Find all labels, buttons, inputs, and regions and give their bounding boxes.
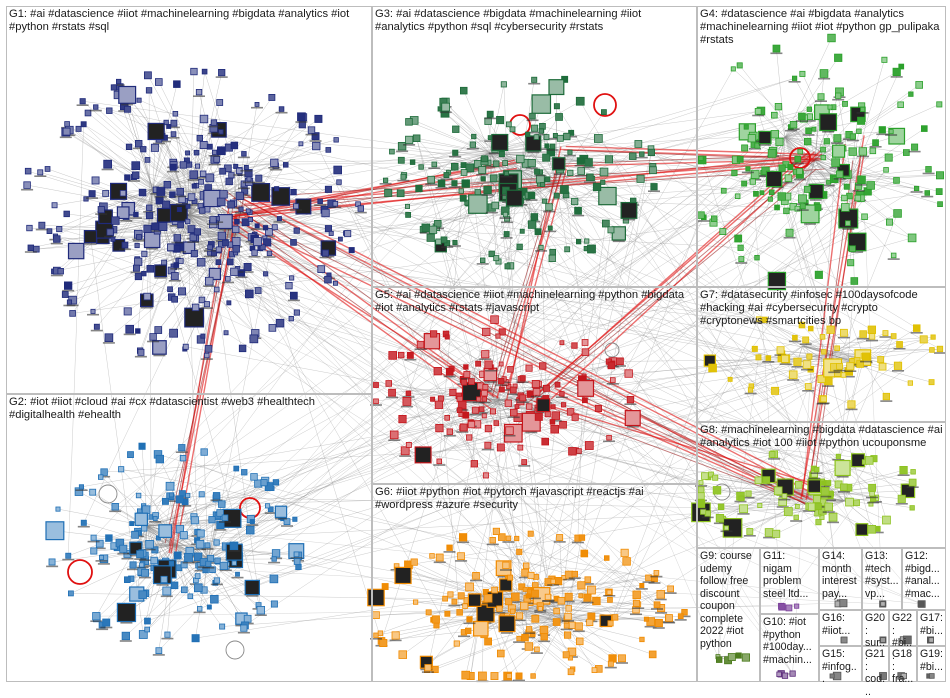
group-box-g7: G7: #datasecurity #infosec #100daysofcod… [697,287,946,422]
group-label-g1: G1: #ai #datascience #iiot #machinelearn… [9,8,369,34]
group-label-g8: G8: #machinelearning #bigdata #datascien… [700,424,943,450]
group-box-g18: G18: fra... [889,646,917,682]
group-label-g5: G5: #ai #datascience #iiot #machinelearn… [375,289,694,315]
group-label-g11: G11: nigam problem steel ltd... [763,550,816,600]
group-box-g13: G13: #tech #syst... vp... [862,548,902,610]
group-box-g5: G5: #ai #datascience #iiot #machinelearn… [372,287,697,484]
group-label-g2: G2: #iot #iiot #cloud #ai #cx #datascien… [9,396,369,422]
group-box-g17: G17: #bi... [917,610,946,646]
group-box-g21: G21: cod... [862,646,889,682]
group-label-g7: G7: #datasecurity #infosec #100daysofcod… [700,289,943,328]
group-label-g19: G19: #bi... [920,648,943,673]
group-label-g17: G17: #bi... [920,612,943,637]
group-label-g6: G6: #iiot #python #iot #pytorch #javascr… [375,486,694,512]
group-label-g14: G14: month interest pay... [822,550,859,600]
group-box-g6: G6: #iiot #python #iot #pytorch #javascr… [372,484,697,682]
group-label-g13: G13: #tech #syst... vp... [865,550,899,600]
group-box-g20: G20: sur... [862,610,889,646]
group-label-g18: G18: fra... [892,648,914,686]
group-box-g14: G14: month interest pay... [819,548,862,610]
group-box-g19: G19: #bi... [917,646,946,682]
group-box-g10: G10: #iot #python #100day... #machin... [760,614,819,682]
group-box-g4: G4: #datascience #ai #bigdata #analytics… [697,6,946,287]
group-box-g22: G22: #bi... [889,610,917,646]
group-label-g12: G12: #bigd... #anal... #mac... [905,550,943,600]
group-label-g10: G10: #iot #python #100day... #machin... [763,616,816,666]
group-box-g3: G3: #ai #datascience #bigdata #machinele… [372,6,697,287]
group-box-g9: G9: course udemy follow free discount co… [697,548,760,682]
group-box-g2: G2: #iot #iiot #cloud #ai #cx #datascien… [6,394,372,682]
group-label-g15a: G15: #infog... [822,648,859,686]
group-label-g4: G4: #datascience #ai #bigdata #analytics… [700,8,943,47]
group-box-g15a: G15: #infog... [819,646,862,682]
group-box-g8: G8: #machinelearning #bigdata #datascien… [697,422,946,548]
group-box-g12: G12: #bigd... #anal... #mac... [902,548,946,610]
group-label-g16: G16: #iiot... [822,612,859,637]
group-label-g21: G21: cod... [865,648,886,698]
group-label-g3: G3: #ai #datascience #bigdata #machinele… [375,8,694,34]
group-label-g9: G9: course udemy follow free discount co… [700,550,757,650]
group-box-g16: G16: #iiot... [819,610,862,646]
group-box-g11: G11: nigam problem steel ltd... [760,548,819,614]
group-box-g1: G1: #ai #datascience #iiot #machinelearn… [6,6,372,394]
